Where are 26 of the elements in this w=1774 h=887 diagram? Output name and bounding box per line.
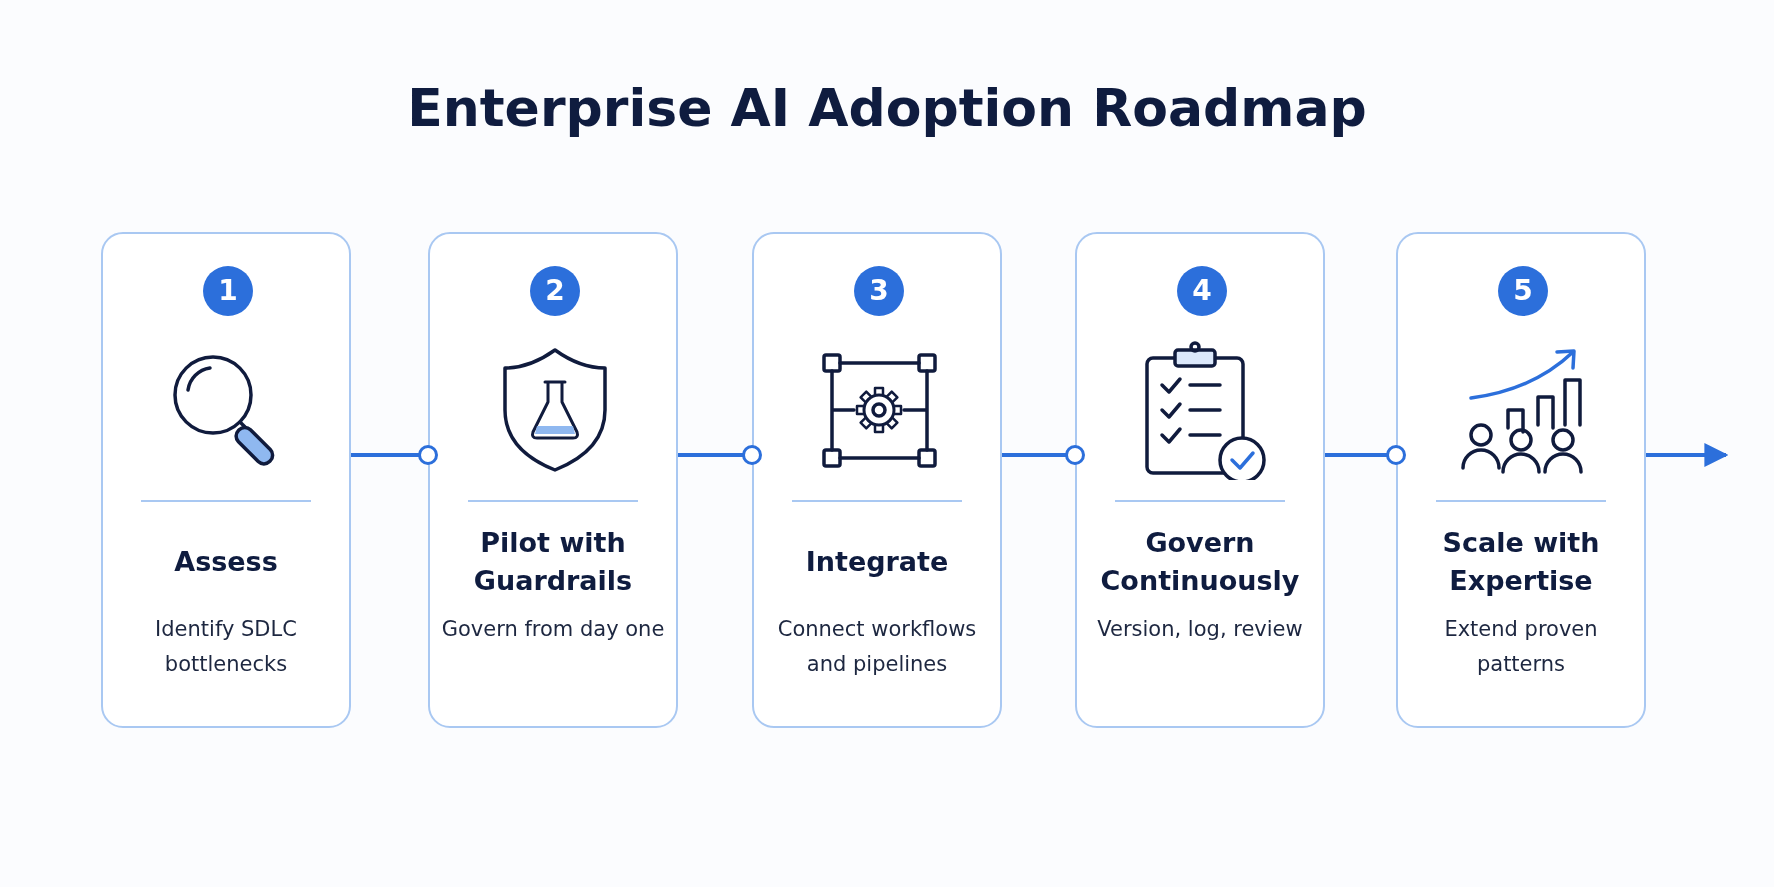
- step-description: Connect workflows and pipelines: [776, 616, 978, 678]
- step-card: [752, 232, 1002, 728]
- step-heading: Govern Continuously: [1099, 526, 1301, 598]
- step-card: [1396, 232, 1646, 728]
- connector-line: [351, 445, 438, 465]
- step-card: [1075, 232, 1325, 728]
- step-heading: Integrate: [805, 545, 949, 579]
- step-heading: Pilot with Guardrails: [472, 526, 634, 598]
- step-heading: Assess: [174, 545, 278, 579]
- step-description: Extend proven patterns: [1443, 616, 1599, 678]
- step-number: 2: [530, 266, 580, 316]
- step-description: Identify SDLC bottlenecks: [154, 616, 298, 678]
- step-description: Govern from day one: [440, 616, 666, 643]
- step-heading: Scale with Expertise: [1441, 526, 1601, 598]
- step-number: 3: [854, 266, 904, 316]
- connector-line: [678, 445, 762, 465]
- connector-line: [1325, 445, 1406, 465]
- title: Enterprise AI Adoption Roadmap: [406, 78, 1368, 138]
- step-number: 5: [1498, 266, 1548, 316]
- step-card: [101, 232, 351, 728]
- step-card: [428, 232, 678, 728]
- step-number: 1: [203, 266, 253, 316]
- step-description: Version, log, review: [1096, 616, 1304, 643]
- step-number: 4: [1177, 266, 1227, 316]
- arrow: [1646, 443, 1729, 467]
- connector-line: [1002, 445, 1085, 465]
